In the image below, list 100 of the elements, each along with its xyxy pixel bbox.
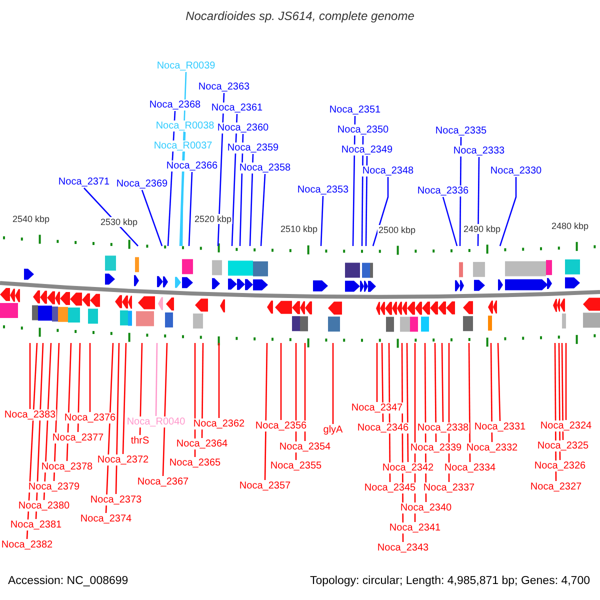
leader-line xyxy=(497,342,501,422)
gene-label: Noca_2363 xyxy=(197,82,251,92)
leader-line xyxy=(332,343,334,424)
gene-label: Noca_2353 xyxy=(296,184,350,196)
scale-label: 2480 kbp xyxy=(550,221,590,231)
scale-label: 2540 kbp xyxy=(11,214,51,224)
gene-label: Noca_2330 xyxy=(489,166,543,176)
leader-line xyxy=(320,196,324,246)
leader-line xyxy=(264,343,268,480)
gene-label: Noca_2342 xyxy=(381,462,435,474)
gene-label: Noca_2369 xyxy=(115,178,169,190)
gene-label: Noca_2372 xyxy=(96,454,150,466)
gene-label: Noca_R0037 xyxy=(152,140,214,152)
scale-label: 2500 kbp xyxy=(377,225,417,235)
gene-label: Noca_2331 xyxy=(473,422,527,432)
gene-label: Noca_2335 xyxy=(434,126,488,136)
gene-label: Noca_2377 xyxy=(51,432,105,444)
gene-label: Noca_2346 xyxy=(356,422,410,434)
gene-label: Noca_2336 xyxy=(416,186,470,196)
gene-label: Noca_2366 xyxy=(165,160,219,172)
gene-label: Noca_2361 xyxy=(210,102,264,114)
gene-label: Noca_R0038 xyxy=(154,120,216,132)
scale-label: 2520 kbp xyxy=(193,214,233,224)
gene-label: Noca_2365 xyxy=(168,458,222,468)
gene-label: Noca_2381 xyxy=(9,520,63,530)
scale-label: 2510 kbp xyxy=(279,224,319,234)
gene-label: Noca_2380 xyxy=(17,500,71,512)
gene-label: thrS xyxy=(130,436,150,446)
gene-label: Noca_2343 xyxy=(376,542,430,554)
leader-line xyxy=(468,343,471,462)
gene-label: Noca_2371 xyxy=(57,176,111,188)
leader-line xyxy=(561,343,564,440)
gene-label: Noca_2347 xyxy=(350,402,404,414)
gene-label: Noca_2337 xyxy=(422,482,476,494)
footer-text: Topology: circular; Length: 4,985,871 bp; Genes: 4,700 xyxy=(310,575,590,587)
gene-label: Noca_R0039 xyxy=(156,60,216,72)
gene-label: glyA xyxy=(322,424,344,436)
gene-label: Noca_2358 xyxy=(238,162,292,174)
gene-label: Noca_2382 xyxy=(0,540,54,550)
footer-text: Accession: NC_008699 xyxy=(8,575,128,587)
gene-label: Noca_2362 xyxy=(192,418,246,430)
leader-line xyxy=(122,342,127,454)
leader-line xyxy=(441,343,444,422)
gene-label: Noca_2324 xyxy=(539,420,593,432)
gene-label: Noca_2327 xyxy=(529,482,583,492)
leader-line xyxy=(442,196,458,246)
leader-line xyxy=(29,343,31,409)
leader-line xyxy=(115,342,120,494)
gene-label: Noca_2374 xyxy=(79,514,133,524)
leader-line xyxy=(188,172,193,246)
gene-label: Noca_2379 xyxy=(27,482,81,492)
gene-label: Noca_2378 xyxy=(40,462,94,472)
gene-label: Noca_2360 xyxy=(216,122,270,134)
gene-label: Noca_2383 xyxy=(3,410,57,420)
gene-label: Noca_2339 xyxy=(409,442,463,454)
gene-label: Noca_R0040 xyxy=(126,416,186,428)
leader-line xyxy=(77,342,81,432)
leader-line xyxy=(280,343,282,420)
scale-label: 2530 kbp xyxy=(99,217,139,227)
leader-line xyxy=(565,343,567,420)
leader-line xyxy=(181,152,184,246)
gene-label: Noca_2325 xyxy=(536,440,590,452)
leader-line xyxy=(155,343,158,416)
leader-line xyxy=(139,342,143,436)
gene-label: Noca_2332 xyxy=(465,442,519,454)
leader-line xyxy=(406,343,409,462)
leader-line xyxy=(260,174,266,246)
gene-label: Noca_2340 xyxy=(399,502,453,514)
gene-label: Noca_2349 xyxy=(340,144,394,156)
gene-label: Noca_2345 xyxy=(363,482,417,494)
gene-label: Noca_2367 xyxy=(136,476,190,488)
leader-line xyxy=(304,343,306,441)
gene-label: Noca_2359 xyxy=(226,142,280,154)
leader-line xyxy=(249,154,254,246)
leader-line xyxy=(201,343,204,438)
leader-line xyxy=(162,342,168,476)
scale-label: 2490 kbp xyxy=(462,224,502,234)
gene-label: Noca_2357 xyxy=(238,480,292,492)
leader-line xyxy=(141,190,163,246)
gene-label: Noca_2354 xyxy=(278,442,332,452)
gene-label: Noca_2351 xyxy=(328,104,382,116)
gene-label: Noca_2368 xyxy=(148,100,202,110)
leader-line xyxy=(372,177,389,246)
title: Nocardioides sp. JS614, complete genome xyxy=(184,9,416,23)
leader-line xyxy=(499,177,517,246)
leader-line xyxy=(376,343,378,402)
gene-label: Noca_2338 xyxy=(416,422,470,434)
leader-line xyxy=(218,343,220,418)
gene-label: Noca_2326 xyxy=(533,460,587,472)
gene-label: Noca_2348 xyxy=(361,166,415,176)
gene-label: Noca_2364 xyxy=(175,438,229,450)
gene-label: Noca_2333 xyxy=(452,146,506,156)
gene-label: Noca_2334 xyxy=(443,462,497,474)
gene-label: Noca_2373 xyxy=(89,494,143,506)
leader-line xyxy=(365,156,368,246)
gene-label: Noca_2376 xyxy=(63,412,117,424)
gene-label: Noca_2341 xyxy=(388,522,442,534)
gene-label: Noca_2355 xyxy=(269,460,323,472)
leader-line xyxy=(89,343,91,412)
leader-line xyxy=(477,157,480,246)
